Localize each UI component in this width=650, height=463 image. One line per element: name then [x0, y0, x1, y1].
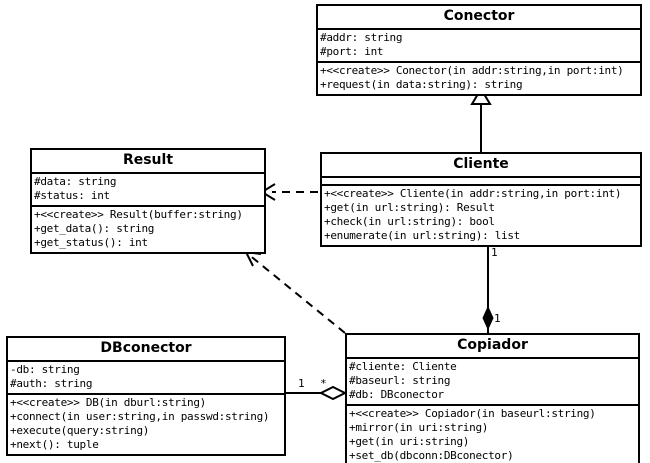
- operations-compartment-copiador: +<<create>> Copiador(in baseurl:string) …: [347, 406, 638, 463]
- multiplicity-copiador-aggregation-end: *: [320, 377, 327, 390]
- attributes-compartment-copiador: #cliente: Cliente #baseurl: string #db: …: [347, 359, 638, 406]
- attribute-row: #data: string: [34, 175, 117, 188]
- operation-row: +next(): tuple: [10, 438, 99, 451]
- class-name-result: Result: [32, 150, 264, 174]
- class-name-copiador: Copiador: [347, 335, 638, 359]
- operation-row: +connect(in user:string,in passwd:string…: [10, 410, 270, 423]
- class-box-result[interactable]: Result #data: string #status: int +<<cre…: [30, 148, 266, 254]
- multiplicity-copiador-end: 1: [494, 312, 501, 325]
- operation-row: +request(in data:string): string: [320, 78, 523, 91]
- operation-row: +get_data(): string: [34, 222, 155, 235]
- attributes-compartment-result: #data: string #status: int: [32, 174, 264, 207]
- class-name-conector: Conector: [318, 6, 640, 30]
- operation-row: +<<create>> Result(buffer:string): [34, 208, 243, 221]
- class-name-dbconector: DBconector: [8, 338, 284, 362]
- dependency-copiador-result[interactable]: [244, 250, 346, 334]
- attribute-row: #baseurl: string: [349, 374, 451, 387]
- composition-cliente-copiador[interactable]: [482, 246, 494, 333]
- class-box-copiador[interactable]: Copiador #cliente: Cliente #baseurl: str…: [345, 333, 640, 463]
- operation-row: +<<create>> Conector(in addr:string,in p…: [320, 64, 624, 77]
- operation-row: +<<create>> DB(in dburl:string): [10, 396, 206, 409]
- class-box-conector[interactable]: Conector #addr: string #port: int +<<cre…: [316, 4, 642, 96]
- attribute-row: #cliente: Cliente: [349, 360, 457, 373]
- operation-row: +get(in uri:string): [349, 435, 470, 448]
- operation-row: +get_status(): int: [34, 236, 148, 249]
- operations-compartment-cliente: +<<create>> Cliente(in addr:string,in po…: [322, 186, 640, 245]
- attribute-row: #db: DBconector: [349, 388, 444, 401]
- aggregation-dbconector-copiador[interactable]: [286, 385, 348, 401]
- class-box-cliente[interactable]: Cliente +<<create>> Cliente(in addr:stri…: [320, 152, 642, 247]
- operation-row: +execute(query:string): [10, 424, 150, 437]
- class-name-cliente: Cliente: [322, 154, 640, 178]
- operation-row: +check(in url:string): bool: [324, 215, 495, 228]
- operation-row: +enumerate(in url:string): list: [324, 229, 520, 242]
- attribute-row: #auth: string: [10, 377, 93, 390]
- attribute-row: #port: int: [320, 45, 384, 58]
- attribute-row: #addr: string: [320, 31, 403, 44]
- generalization-cliente-conector[interactable]: [470, 87, 492, 152]
- attributes-compartment-conector: #addr: string #port: int: [318, 30, 640, 63]
- operation-row: +set_db(dbconn:DBconector): [349, 449, 514, 462]
- operation-row: +<<create>> Copiador(in baseurl:string): [349, 407, 596, 420]
- multiplicity-cliente-end: 1: [491, 246, 498, 259]
- class-box-dbconector[interactable]: DBconector -db: string #auth: string +<<…: [6, 336, 286, 456]
- attributes-compartment-dbconector: -db: string #auth: string: [8, 362, 284, 395]
- operation-row: +get(in url:string): Result: [324, 201, 495, 214]
- operations-compartment-dbconector: +<<create>> DB(in dburl:string) +connect…: [8, 395, 284, 454]
- operations-compartment-result: +<<create>> Result(buffer:string) +get_d…: [32, 207, 264, 252]
- dependency-cliente-result[interactable]: [260, 183, 318, 201]
- operation-row: +mirror(in uri:string): [349, 421, 489, 434]
- operation-row: +<<create>> Cliente(in addr:string,in po…: [324, 187, 622, 200]
- multiplicity-dbconector-end: 1: [298, 377, 305, 390]
- attribute-row: #status: int: [34, 189, 110, 202]
- attribute-row: -db: string: [10, 363, 80, 376]
- operations-compartment-conector: +<<create>> Conector(in addr:string,in p…: [318, 63, 640, 94]
- attributes-compartment-cliente: [322, 178, 640, 186]
